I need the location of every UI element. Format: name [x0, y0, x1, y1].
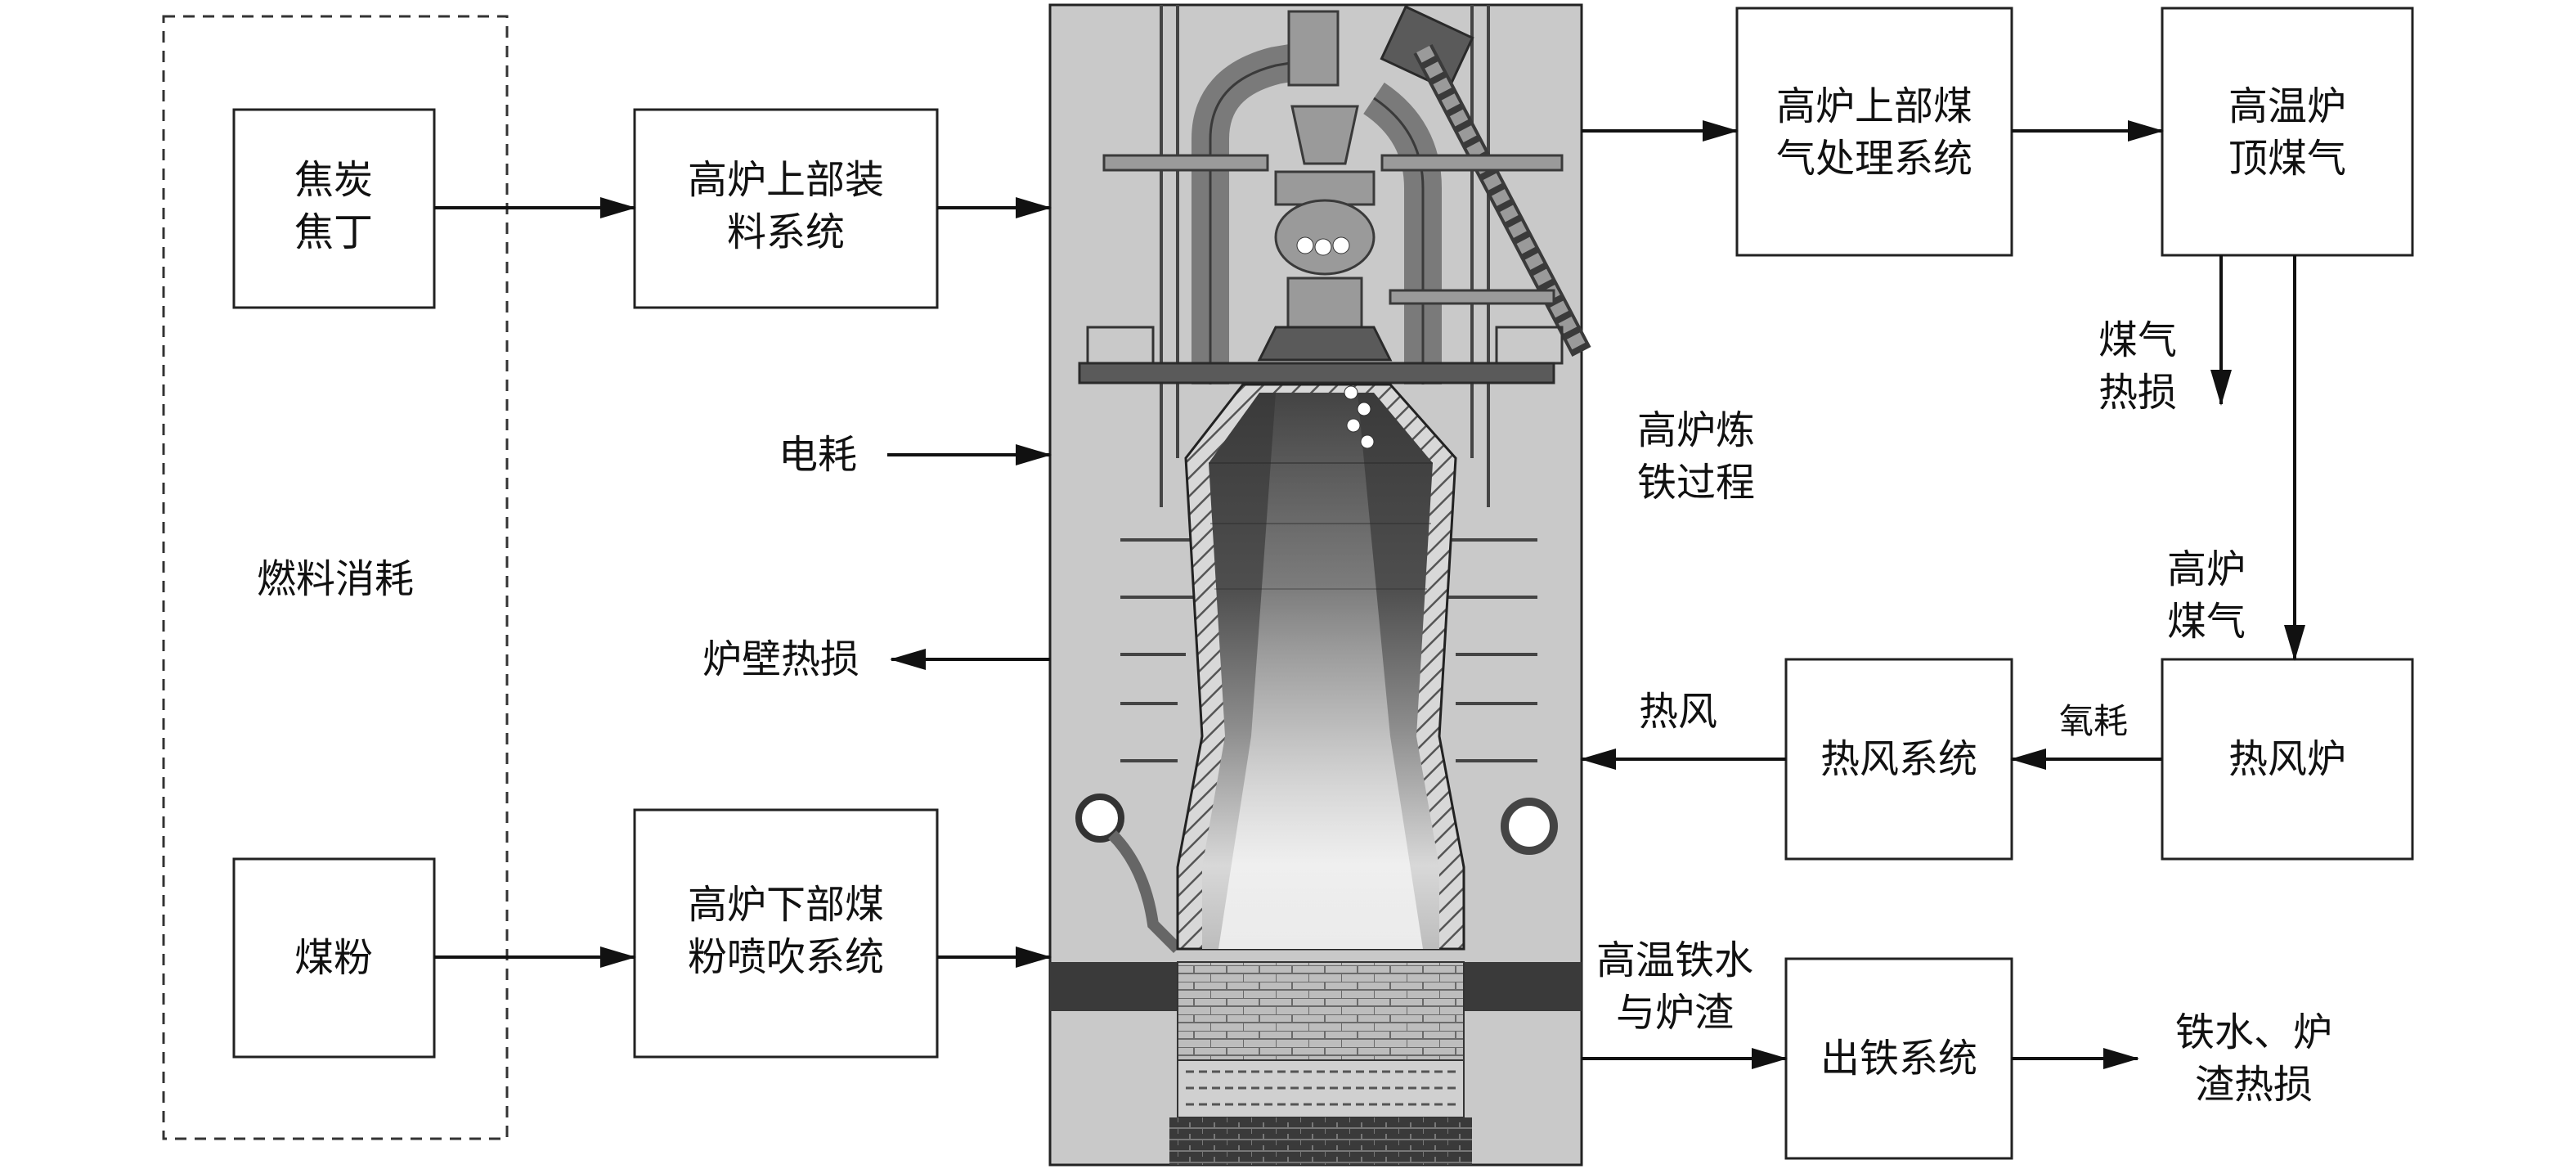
tapping-system-box	[1784, 957, 2013, 1160]
side-structures	[1075, 538, 1558, 953]
hot-top-gas-line-1: 高温炉	[2228, 83, 2346, 129]
gas-treatment-line-1: 高炉上部煤	[1776, 83, 1972, 129]
hearth-foundation	[1050, 961, 1582, 1165]
hot-top-gas-line-2: 顶煤气	[2228, 136, 2346, 182]
coal-powder-box	[232, 857, 436, 1059]
top-charging-system-box	[633, 108, 939, 309]
hot-blast-system-label: 热风系统	[1820, 736, 1977, 782]
power-consumption-label: 电耗	[779, 432, 857, 478]
gas-treatment-system-box	[1735, 7, 2013, 257]
top-charging-line-1: 高炉上部装	[688, 157, 884, 203]
wall-heat-loss-label: 炉壁热损	[702, 636, 859, 682]
coke-line-1: 焦炭	[294, 157, 373, 203]
hot-top-gas-box	[2161, 7, 2414, 257]
gas-treatment-line-2: 气处理系统	[1776, 136, 1972, 182]
coal-powder-label: 煤粉	[294, 935, 373, 981]
coke-line-2: 焦丁	[294, 209, 373, 255]
bf-gas-line-2: 煤气	[2167, 599, 2246, 645]
coal-injection-line-2: 粉喷吹系统	[688, 934, 884, 980]
fuel-consumption-label: 燃料消耗	[257, 556, 414, 602]
bf-gas-line-1: 高炉	[2167, 546, 2246, 592]
blast-furnace-illustration	[1048, 3, 1591, 1167]
process-label-line-1: 高炉炼	[1637, 407, 1755, 453]
oxygen-consumption-label: 氧耗	[2059, 701, 2128, 741]
furnace-body	[1176, 383, 1465, 951]
hot-blast-stove-box	[2161, 658, 2414, 861]
metal-slag-loss-line-1: 铁水、炉	[2175, 1009, 2332, 1055]
hot-metal-slag-line-2: 与炉渣	[1616, 990, 1734, 1036]
gas-heat-loss-line-2: 热损	[2098, 370, 2177, 416]
flow-arrows	[434, 120, 2305, 1069]
coal-injection-system-box	[633, 808, 939, 1059]
metal-slag-loss-line-2: 渣热损	[2195, 1062, 2313, 1108]
top-structure	[1078, 5, 1591, 507]
coal-injection-line-1: 高炉下部煤	[688, 882, 884, 928]
hot-blast-label: 热风	[1639, 689, 1717, 735]
hot-blast-stove-label: 热风炉	[2228, 736, 2346, 782]
coke-box	[232, 108, 436, 309]
fuel-consumption-group	[162, 15, 509, 1140]
hot-metal-slag-line-1: 高温铁水	[1596, 937, 1753, 983]
tapping-system-label: 出铁系统	[1820, 1036, 1977, 1081]
top-charging-line-2: 料系统	[727, 209, 845, 255]
gas-heat-loss-line-1: 煤气	[2098, 317, 2177, 363]
process-label-line-2: 铁过程	[1637, 460, 1755, 506]
